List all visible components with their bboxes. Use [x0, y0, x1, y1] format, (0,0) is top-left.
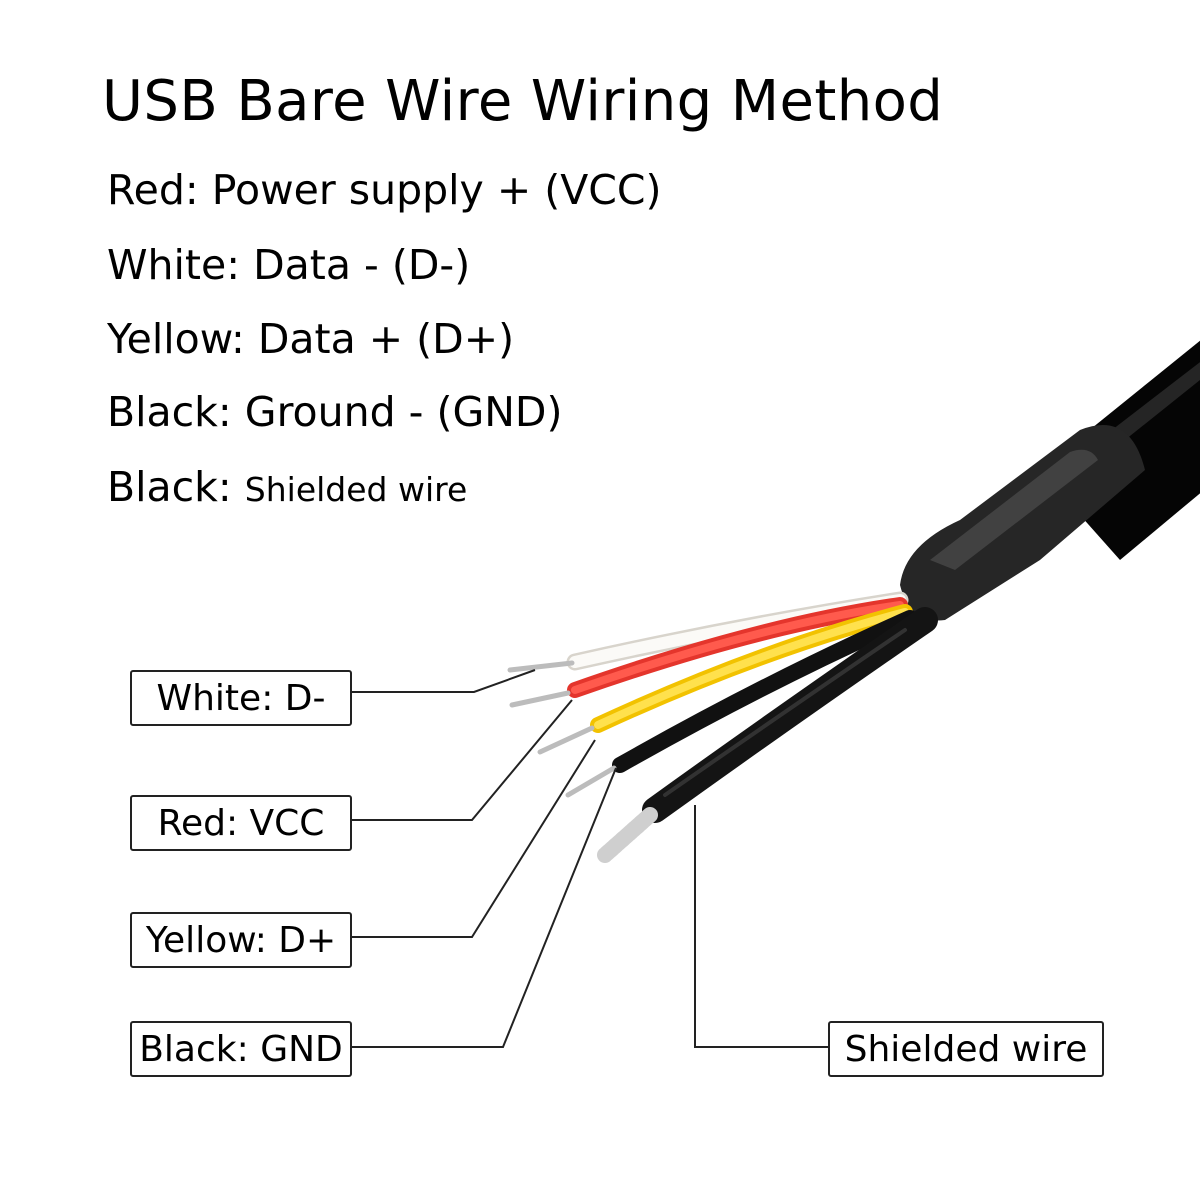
black-gnd-wire: [612, 610, 918, 773]
yellow-wire-bare-end: [537, 725, 595, 755]
callout-yellow: Yellow: D+: [130, 912, 352, 968]
legend-color-name: Black:: [107, 388, 232, 436]
legend-line-black-gnd: Black: Ground - (GND): [107, 384, 562, 440]
legend-line-red: Red: Power supply + (VCC): [107, 162, 662, 218]
legend-color-name: Yellow:: [107, 315, 245, 363]
leader-line-shield: [694, 805, 828, 1048]
legend-description: Data - (D-): [253, 241, 471, 289]
callout-white: White: D-: [130, 670, 352, 726]
leader-line-black-gnd: [352, 767, 617, 1048]
black-gnd-wire-bare-end: [565, 765, 617, 798]
leader-line-red: [352, 699, 573, 821]
callout-shielded-wire: Shielded wire: [828, 1021, 1104, 1077]
legend-line-white: White: Data - (D-): [107, 237, 470, 293]
heat-shrink-sleeve: [900, 425, 1145, 621]
leader-line-yellow: [352, 739, 596, 938]
red-wire-bare-end: [509, 690, 571, 708]
legend-color-name: Red:: [107, 166, 199, 214]
legend-description: Ground - (GND): [244, 388, 563, 436]
legend-color-name: Black:: [107, 463, 232, 511]
legend-description: Shielded wire: [244, 470, 468, 509]
legend-description: Data + (D+): [257, 315, 515, 363]
heat-shrink-highlight: [930, 449, 1098, 570]
legend-line-black-shield: Black: Shielded wire: [107, 459, 467, 518]
shielded-wire: [642, 607, 938, 823]
legend-color-name: White:: [107, 241, 241, 289]
white-wire-bare-end: [507, 660, 575, 673]
diagram-title: USB Bare Wire Wiring Method: [102, 69, 944, 134]
callout-red: Red: VCC: [130, 795, 352, 851]
callout-black-gnd: Black: GND: [130, 1021, 352, 1077]
legend-description: Power supply + (VCC): [211, 166, 662, 214]
legend-line-yellow: Yellow: Data + (D+): [107, 311, 514, 367]
leader-line-white: [352, 669, 536, 693]
shielded-wire-braid-end: [597, 807, 658, 863]
